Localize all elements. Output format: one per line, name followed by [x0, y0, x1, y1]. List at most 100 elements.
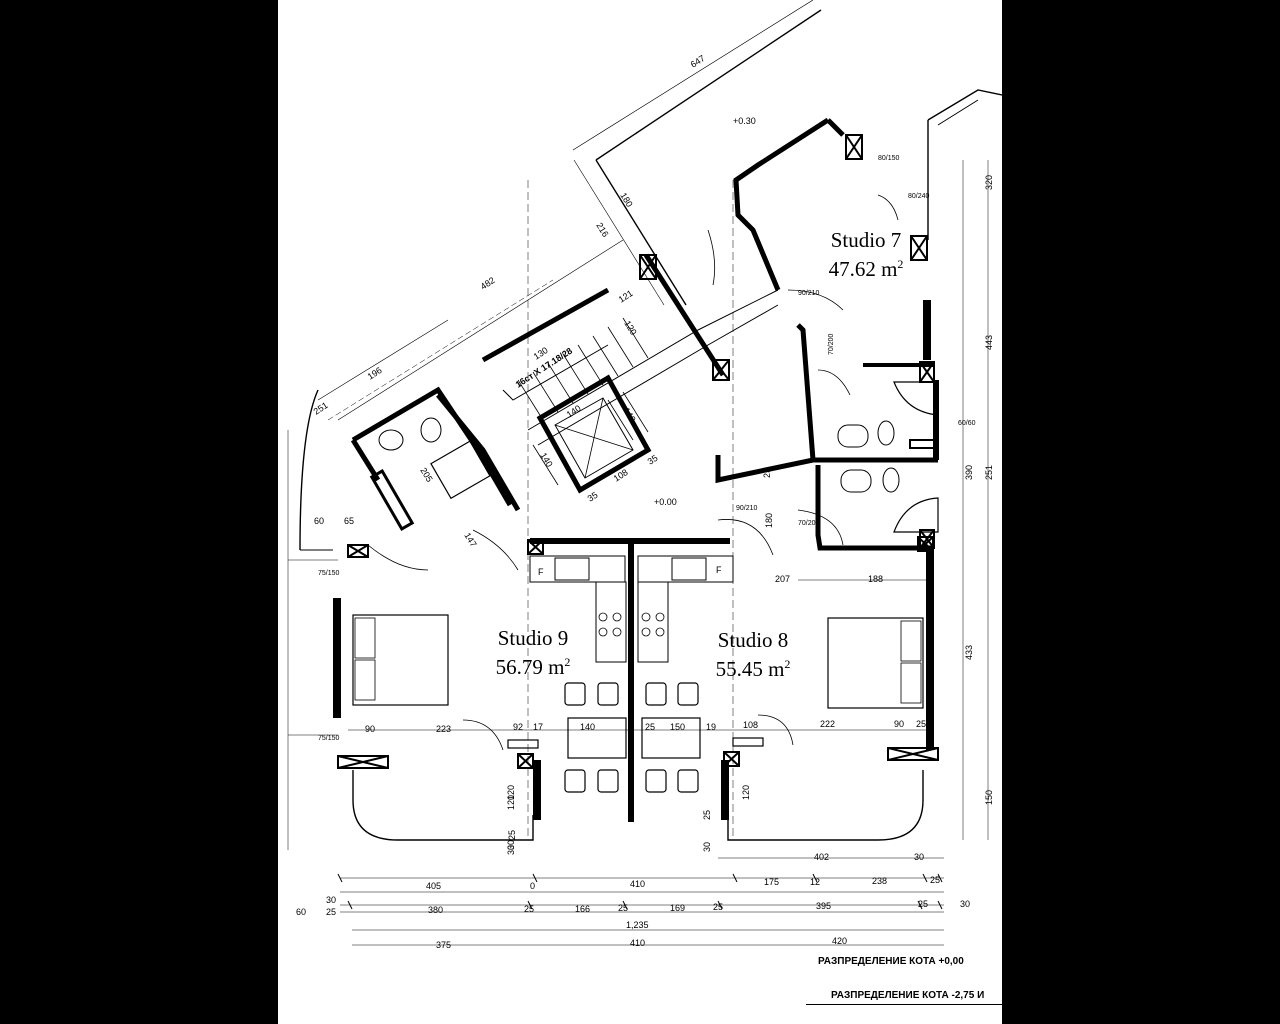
door-label: 80/240	[908, 193, 930, 200]
kitchen-counter	[595, 581, 627, 663]
studio-area: 56.79 m2	[495, 655, 571, 679]
dim-90b: 90	[894, 719, 904, 729]
wall	[733, 117, 830, 291]
elevator-shaft	[536, 374, 652, 494]
wall	[721, 760, 729, 820]
dim-65: 65	[344, 516, 354, 526]
kitchen-counter	[529, 555, 626, 583]
studio-area: 47.62 m2	[828, 257, 904, 281]
dim-443: 443	[984, 335, 994, 350]
shower	[893, 497, 939, 533]
dim-121: 121	[617, 288, 635, 305]
dim-405: 405	[426, 881, 441, 891]
dim-60: 60	[314, 516, 324, 526]
dim-25j: 25	[762, 468, 772, 478]
kitchen-counter	[637, 581, 669, 663]
outline-line	[595, 9, 822, 161]
studio-area: 55.45 m2	[715, 657, 791, 681]
toilet	[877, 420, 895, 446]
bed	[827, 617, 924, 709]
dim-169: 169	[670, 903, 685, 913]
dim-320: 320	[984, 175, 994, 190]
elevator-cross	[584, 397, 604, 479]
wall	[333, 598, 341, 718]
dim-60b: 60	[296, 907, 306, 917]
dim-251: 251	[312, 400, 330, 417]
hob	[598, 612, 665, 637]
terrace	[727, 770, 924, 841]
floor-plan: 647 482 196 251 216 180 121 120 130 140 …	[287, 0, 1002, 950]
partition	[369, 468, 415, 532]
door-label: 90/210	[798, 290, 820, 297]
wall	[927, 89, 1002, 121]
fridge-label: F	[716, 565, 722, 575]
level-main: +0.00	[654, 497, 677, 507]
door-label: 90/210	[736, 505, 758, 512]
dim-196: 196	[366, 365, 384, 382]
partition	[909, 439, 939, 449]
dimension-ticks	[337, 873, 943, 910]
dim-140d: 140	[580, 722, 595, 732]
wall	[628, 542, 634, 822]
dim-108b: 108	[743, 720, 758, 730]
wall	[533, 760, 541, 820]
wall	[715, 455, 938, 484]
dim-35: 35	[646, 453, 660, 467]
studio-name: Studio 8	[717, 628, 789, 652]
dim-150: 150	[670, 722, 685, 732]
dim-251b: 251	[984, 465, 994, 480]
dim-150b: 150	[984, 790, 994, 805]
wall	[537, 304, 779, 446]
dim-25d: 25	[930, 875, 940, 885]
dim-120c: 120	[506, 785, 516, 800]
dim-395: 395	[816, 901, 831, 911]
sink	[671, 557, 707, 581]
dim-402: 402	[814, 852, 829, 862]
dim-166: 166	[575, 904, 590, 914]
dim-25: 25	[645, 722, 655, 732]
dim-25c: 25	[507, 830, 517, 840]
pillow	[354, 659, 376, 701]
level-upper: +0.30	[733, 116, 756, 126]
shower	[430, 440, 491, 500]
dim-147: 147	[462, 531, 478, 549]
studio-9-label: Studio 9 56.79 m2	[478, 626, 588, 679]
dim-25b: 25	[916, 719, 926, 729]
dim-410b: 410	[630, 938, 645, 948]
dim-205: 205	[418, 466, 434, 484]
outline-line	[595, 159, 687, 306]
terrace	[352, 770, 534, 841]
dimension-line	[327, 279, 554, 421]
dim-647: 647	[689, 53, 707, 70]
wall	[933, 380, 939, 460]
dim-140c: 140	[538, 451, 554, 469]
door-label: 75/150	[318, 570, 340, 577]
dimension-line	[337, 239, 624, 421]
dim-175: 175	[764, 877, 779, 887]
studio-name: Studio 9	[497, 626, 569, 650]
chairs	[564, 682, 699, 793]
wall	[796, 323, 816, 461]
dim-25e: 25	[326, 907, 336, 917]
wall	[937, 99, 979, 126]
caption-rule	[806, 1004, 1002, 1005]
dim-25i: 25	[918, 899, 928, 909]
dim-25f: 25	[524, 904, 534, 914]
dim-207: 207	[775, 574, 790, 584]
dim-433: 433	[964, 645, 974, 660]
dim-30d: 30	[960, 899, 970, 909]
dim-140b: 140	[621, 406, 637, 424]
wall	[350, 438, 381, 482]
dim-30b: 30	[914, 852, 924, 862]
dim-216: 216	[594, 221, 610, 239]
wall	[527, 289, 779, 431]
wall	[502, 344, 609, 401]
dim-180b: 180	[764, 513, 774, 528]
dim-17: 17	[533, 722, 543, 732]
pillow	[900, 620, 922, 662]
dim-188: 188	[868, 574, 883, 584]
dim-140: 140	[565, 403, 583, 420]
door-swings	[367, 194, 899, 751]
sink	[554, 557, 590, 581]
dim-223: 223	[436, 724, 451, 734]
